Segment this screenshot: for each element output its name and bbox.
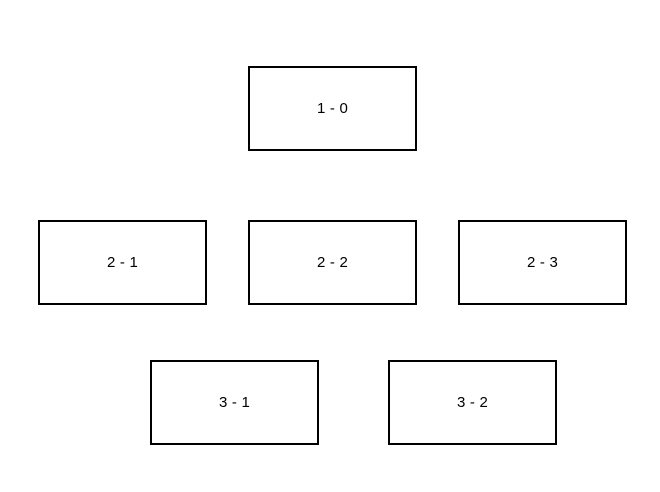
node-label: 3 - 1 [218,394,250,411]
node-label: 3 - 2 [456,394,488,411]
node-3-1[interactable]: 3 - 1 [150,360,319,445]
node-label: 2 - 1 [106,254,138,271]
node-2-2[interactable]: 2 - 2 [248,220,417,305]
node-3-2[interactable]: 3 - 2 [388,360,557,445]
node-label: 2 - 3 [526,254,558,271]
node-label: 1 - 0 [316,100,348,117]
node-1-0[interactable]: 1 - 0 [248,66,417,151]
node-label: 2 - 2 [316,254,348,271]
node-2-1[interactable]: 2 - 1 [38,220,207,305]
node-2-3[interactable]: 2 - 3 [458,220,627,305]
